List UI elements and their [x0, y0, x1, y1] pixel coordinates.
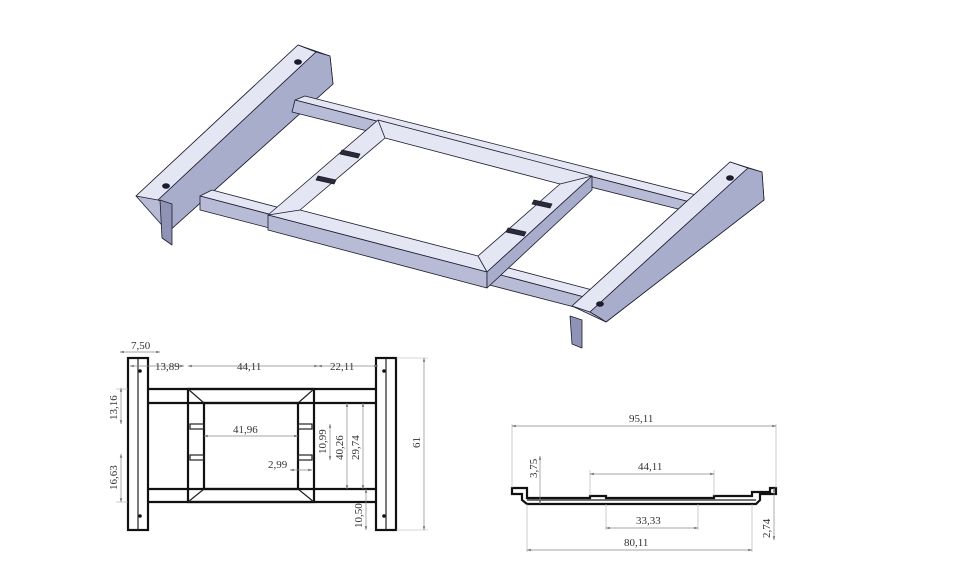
dim-22-11: 22,11 — [330, 361, 354, 373]
top-view-dimension-lines — [116, 350, 428, 531]
side-profile-outline — [510, 486, 778, 506]
dim-16-63: 16,63 — [108, 465, 120, 490]
dim-61: 61 — [411, 437, 423, 448]
dim-13-89: 13,89 — [155, 361, 180, 373]
side-view-dimension-lines — [511, 424, 777, 552]
inner-frame-outline — [186, 387, 316, 504]
dim-2-74: 2,74 — [761, 518, 773, 538]
right-end-plate — [569, 161, 765, 349]
dim-95-11: 95,11 — [629, 413, 653, 425]
dim-2-99: 2,99 — [268, 459, 288, 471]
dim-41-96: 41,96 — [233, 424, 258, 436]
inner-frame — [267, 119, 593, 289]
dim-13-16: 13,16 — [108, 395, 120, 420]
dim-29-74: 29,74 — [350, 435, 362, 460]
left-end-plate — [135, 44, 334, 246]
side-view: 95,11 3,75 44,11 33,33 80,11 2,74 — [510, 413, 778, 552]
mount-hole — [138, 369, 142, 373]
dim-40-26: 40,26 — [334, 435, 346, 460]
top-view: 7,50 13,89 44,11 22,11 13,16 16,63 41,96… — [108, 340, 428, 532]
dim-44-11: 44,11 — [638, 461, 662, 473]
dim-3-75: 3,75 — [528, 458, 540, 478]
dim-44-11: 44,11 — [237, 361, 261, 373]
dim-80-11: 80,11 — [624, 537, 648, 549]
isometric-view — [135, 44, 765, 349]
dim-10-99: 10,99 — [317, 429, 329, 454]
slot-group — [315, 149, 553, 237]
dim-33-33: 33,33 — [636, 515, 661, 527]
mount-hole — [382, 369, 386, 373]
mount-hole — [138, 514, 142, 518]
dim-7-50: 7,50 — [131, 340, 151, 352]
mount-hole — [382, 514, 386, 518]
dim-10-50: 10,50 — [353, 503, 365, 528]
